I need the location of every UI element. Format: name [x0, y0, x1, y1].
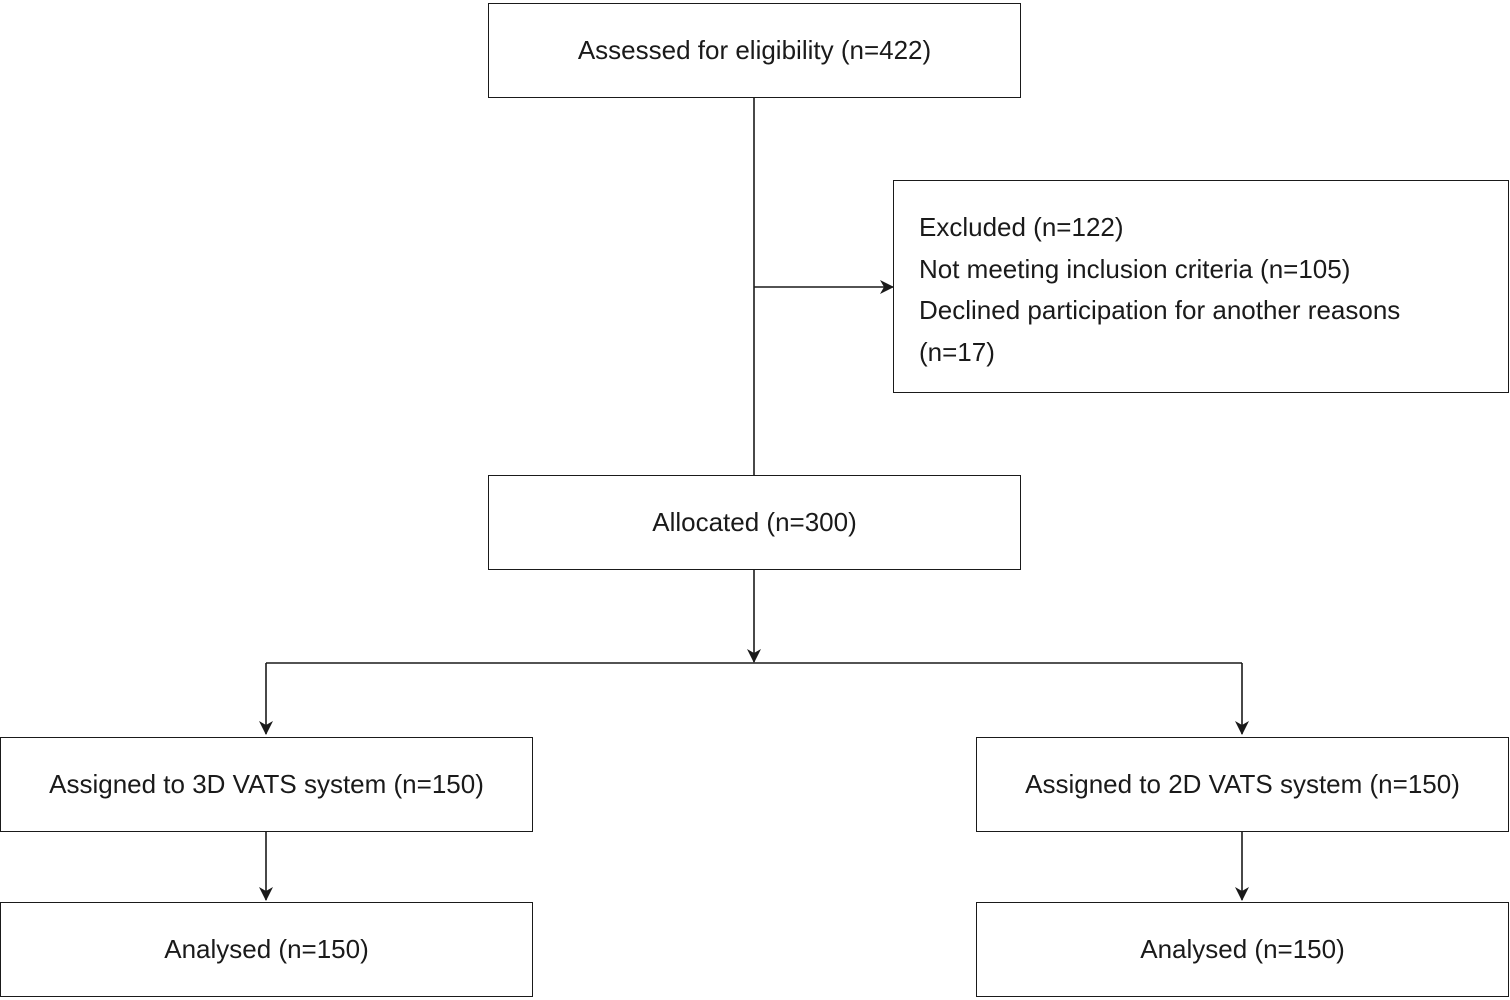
- analysed-2d-box: Analysed (n=150): [976, 902, 1509, 997]
- assigned-2d-label: Assigned to 2D VATS system (n=150): [1025, 768, 1460, 799]
- excluded-title: Excluded (n=122): [919, 212, 1124, 242]
- excluded-reason-2-line-1: Declined participation for another reaso…: [919, 295, 1401, 325]
- allocated-box: Allocated (n=300): [488, 475, 1021, 570]
- analysed-3d-box: Analysed (n=150): [0, 902, 533, 997]
- assigned-2d-box: Assigned to 2D VATS system (n=150): [976, 737, 1509, 832]
- assessed-label: Assessed for eligibility (n=422): [577, 34, 932, 65]
- assessed-box: Assessed for eligibility (n=422): [488, 3, 1021, 98]
- excluded-box: Excluded (n=122) Not meeting inclusion c…: [893, 180, 1509, 393]
- excluded-reason-2-line-2: (n=17): [919, 336, 995, 367]
- assigned-3d-label: Assigned to 3D VATS system (n=150): [49, 768, 484, 799]
- analysed-3d-label: Analysed (n=150): [164, 933, 369, 964]
- analysed-2d-label: Analysed (n=150): [1140, 933, 1345, 964]
- excluded-reason-1: Not meeting inclusion criteria (n=105): [919, 253, 1351, 284]
- assigned-3d-box: Assigned to 3D VATS system (n=150): [0, 737, 533, 832]
- allocated-label: Allocated (n=300): [652, 506, 857, 537]
